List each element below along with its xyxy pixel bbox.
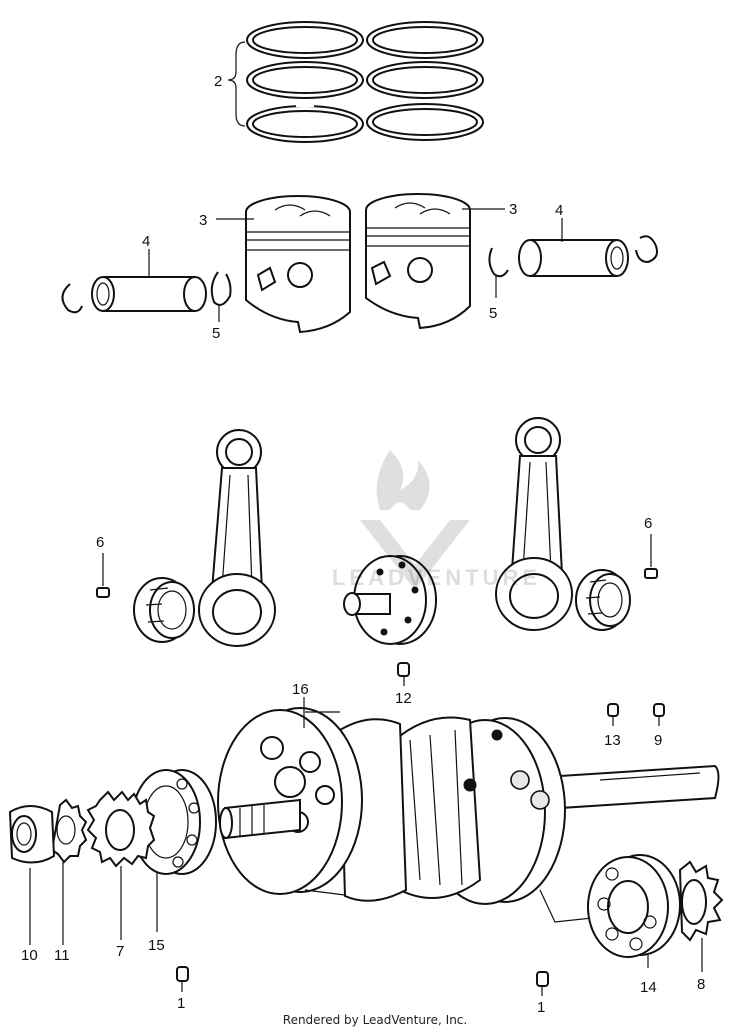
render-credit: Rendered by LeadVenture, Inc.: [282, 1013, 468, 1027]
callout-4-right: 4: [555, 202, 563, 219]
callout-8: 8: [697, 976, 705, 993]
callout-10: 10: [21, 947, 38, 964]
callout-5-right: 5: [489, 305, 497, 322]
piston-rings-right[interactable]: [366, 21, 484, 141]
callout-2: 2: [214, 73, 222, 90]
plug-1-right[interactable]: [536, 971, 549, 987]
callout-6-right: 6: [644, 515, 652, 532]
callout-5-left: 5: [212, 325, 220, 342]
connecting-rod-right[interactable]: [495, 417, 573, 631]
primary-gear[interactable]: [86, 790, 156, 868]
callout-1-left: 1: [177, 995, 185, 1012]
callout-14: 14: [640, 979, 657, 996]
callout-3-right: 3: [509, 201, 517, 218]
callout-9: 9: [654, 732, 662, 749]
crankshaft-assembly[interactable]: [217, 707, 720, 905]
ring-set-bracket: [227, 41, 246, 127]
callout-1-right: 1: [537, 999, 545, 1016]
plug-13[interactable]: [607, 703, 619, 717]
callout-4-left: 4: [142, 233, 150, 250]
piston-right[interactable]: [365, 193, 471, 330]
callout-13: 13: [604, 732, 621, 749]
crank-pin-left[interactable]: [96, 587, 110, 598]
watermark-text: LEADVENTURE: [332, 565, 542, 590]
drive-sprocket[interactable]: [678, 860, 724, 942]
piston-pin-right[interactable]: [518, 239, 629, 277]
needle-bearing-right[interactable]: [575, 569, 631, 631]
needle-bearing-left[interactable]: [133, 577, 195, 643]
piston-pin-clip-right-inner[interactable]: [488, 247, 509, 278]
piston-pin-clip-left-outer[interactable]: [61, 283, 83, 314]
lock-washer[interactable]: [50, 798, 88, 864]
piston-pin-clip-left-inner[interactable]: [210, 271, 232, 306]
crankshaft-center-hub[interactable]: [343, 555, 437, 645]
piston-pin-clip-right-outer[interactable]: [635, 235, 658, 264]
plug-12[interactable]: [397, 662, 410, 677]
callout-3-left: 3: [199, 212, 207, 229]
lock-nut[interactable]: [8, 805, 56, 864]
main-bearing-right[interactable]: [587, 854, 681, 958]
plug-9[interactable]: [653, 703, 665, 717]
callout-11: 11: [54, 947, 70, 964]
piston-rings-left[interactable]: [246, 21, 364, 143]
connecting-rod-left[interactable]: [198, 429, 276, 647]
callout-15: 15: [148, 937, 165, 954]
callout-6-left: 6: [96, 534, 104, 551]
callout-12: 12: [395, 690, 412, 707]
crank-pin-right[interactable]: [644, 568, 658, 579]
callout-16: 16: [292, 681, 309, 698]
callout-7: 7: [116, 943, 124, 960]
piston-pin-left[interactable]: [91, 276, 207, 312]
plug-1-left[interactable]: [176, 966, 189, 982]
piston-left[interactable]: [245, 195, 351, 334]
